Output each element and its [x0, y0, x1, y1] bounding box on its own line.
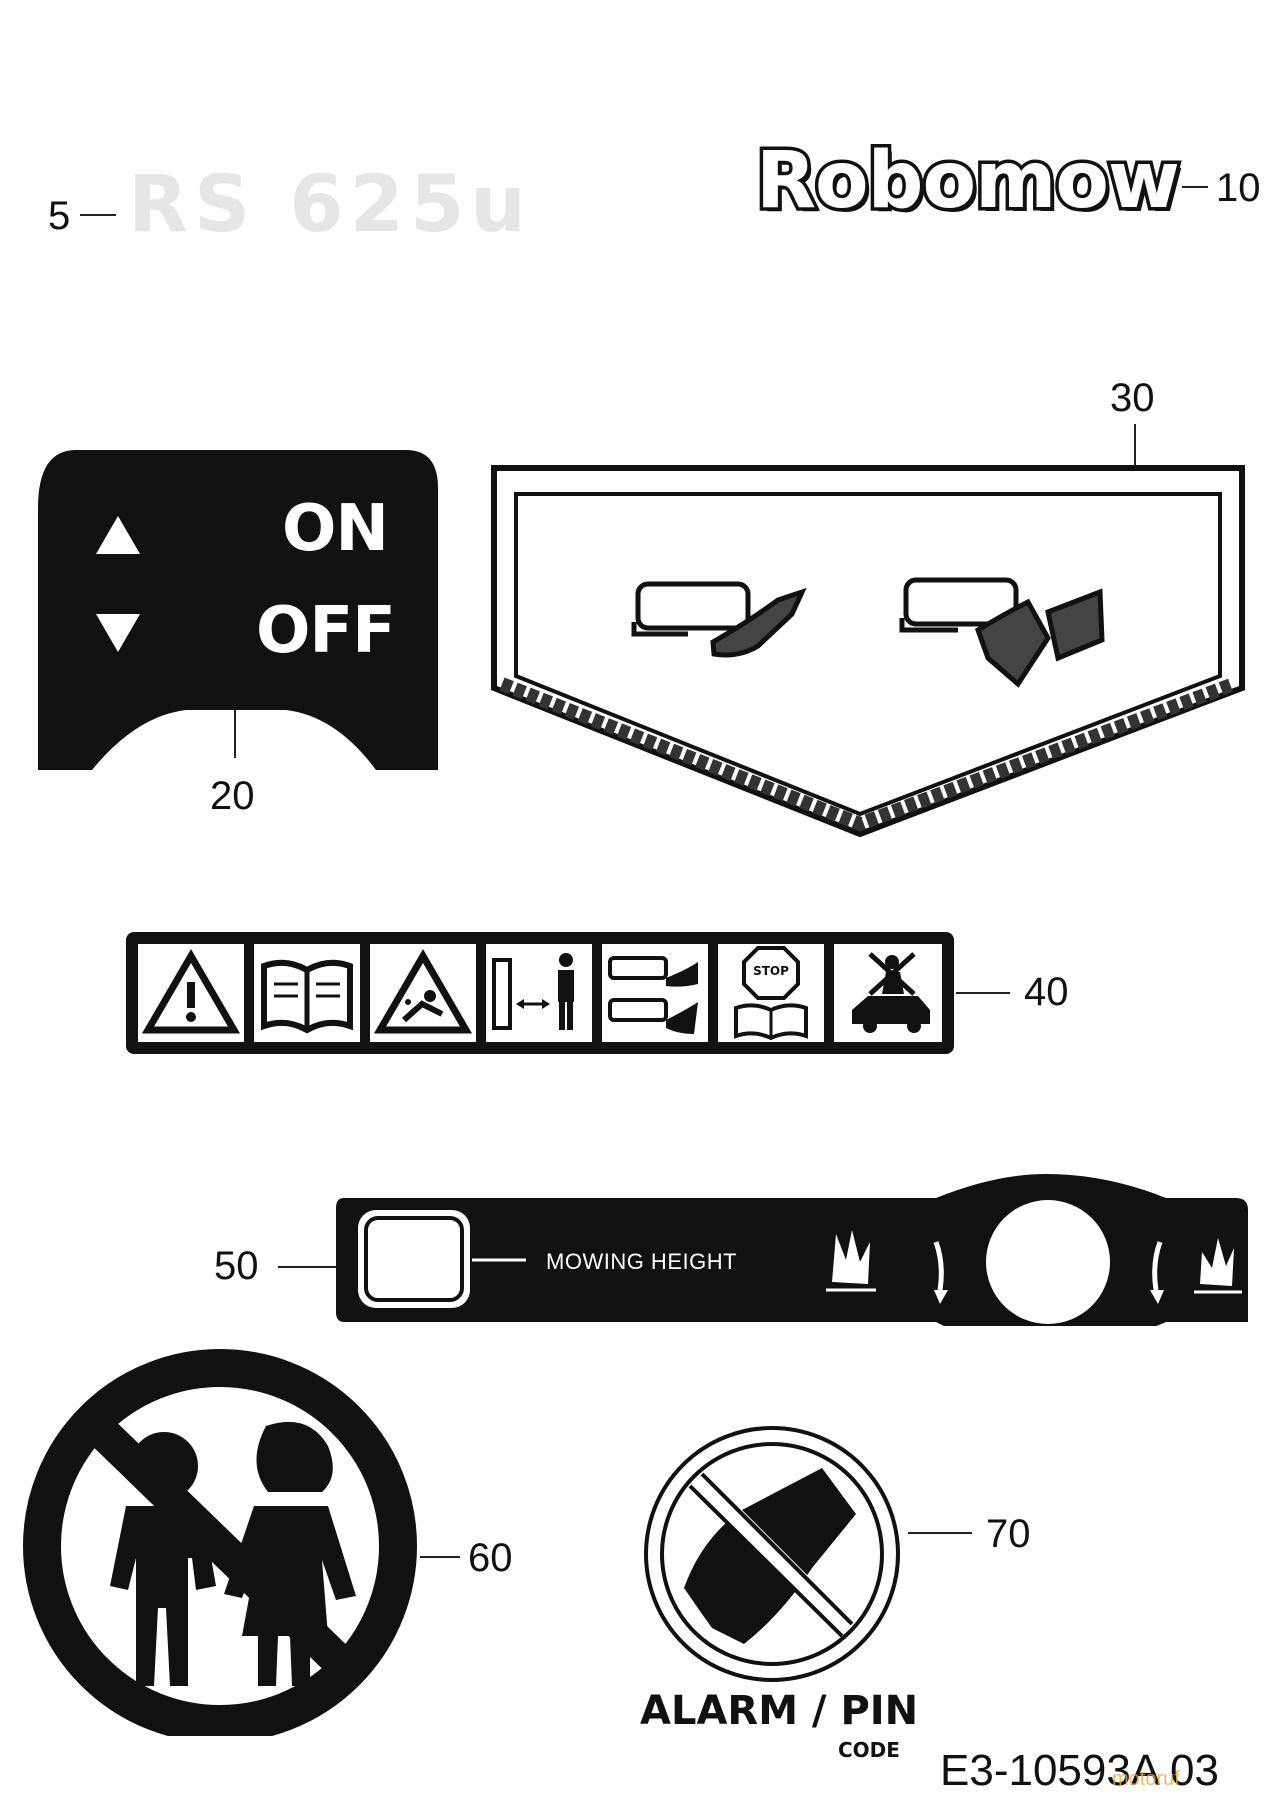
- callout-10: 10: [1216, 166, 1261, 210]
- callout-40: 40: [1024, 970, 1069, 1014]
- callout-70: 70: [986, 1512, 1031, 1556]
- on-off-panel: [38, 450, 438, 770]
- thrown-objects-warning-icon: [370, 944, 476, 1042]
- callout-60: 60: [468, 1536, 513, 1580]
- leader-50: [278, 1266, 336, 1268]
- leader-70: [908, 1532, 972, 1534]
- callout-5: 5: [48, 194, 71, 238]
- leader-5: [80, 214, 116, 216]
- mowing-height-label: MOWING HEIGHT: [546, 1249, 738, 1274]
- stop-manual-icon: STOP: [718, 944, 824, 1042]
- robomow-logo: Robomow: [753, 133, 1184, 230]
- watermark: motoruf: [1112, 1768, 1180, 1790]
- leader-30: [1134, 424, 1136, 466]
- mowing-height-decal: [336, 1174, 1248, 1326]
- read-manual-icon: [254, 944, 360, 1042]
- callout-30: 30: [1110, 376, 1155, 420]
- keep-distance-icon: [486, 944, 592, 1042]
- stop-sign-text: STOP: [753, 964, 789, 978]
- no-hands-icon: [644, 1426, 900, 1682]
- document-number: E3-10593A 03: [940, 1746, 1219, 1795]
- leader-20: [234, 710, 236, 758]
- up-arrow-icon: [96, 516, 140, 554]
- down-arrow-icon: [96, 614, 140, 652]
- leader-10: [1182, 186, 1208, 188]
- hand-blade-icon-left: [631, 581, 807, 658]
- hand-blade-icon-right: [899, 577, 1105, 688]
- callout-50: 50: [214, 1244, 259, 1288]
- model-decal: RS 625u: [128, 160, 532, 250]
- leader-60: [420, 1556, 460, 1558]
- off-label: OFF: [256, 594, 396, 668]
- on-label: ON: [282, 492, 389, 566]
- alarm-pin-label: ALARM / PIN: [640, 1688, 919, 1734]
- leader-40: [956, 992, 1010, 994]
- warning-triangle-icon: [138, 944, 244, 1042]
- alarm-code-label: CODE: [838, 1738, 900, 1762]
- blade-hand-hazard-icon: [602, 944, 708, 1042]
- no-children-icon: [23, 1349, 417, 1736]
- blade-warning-decal: [491, 465, 1245, 838]
- no-riding-icon: [834, 944, 942, 1042]
- callout-20: 20: [210, 774, 255, 818]
